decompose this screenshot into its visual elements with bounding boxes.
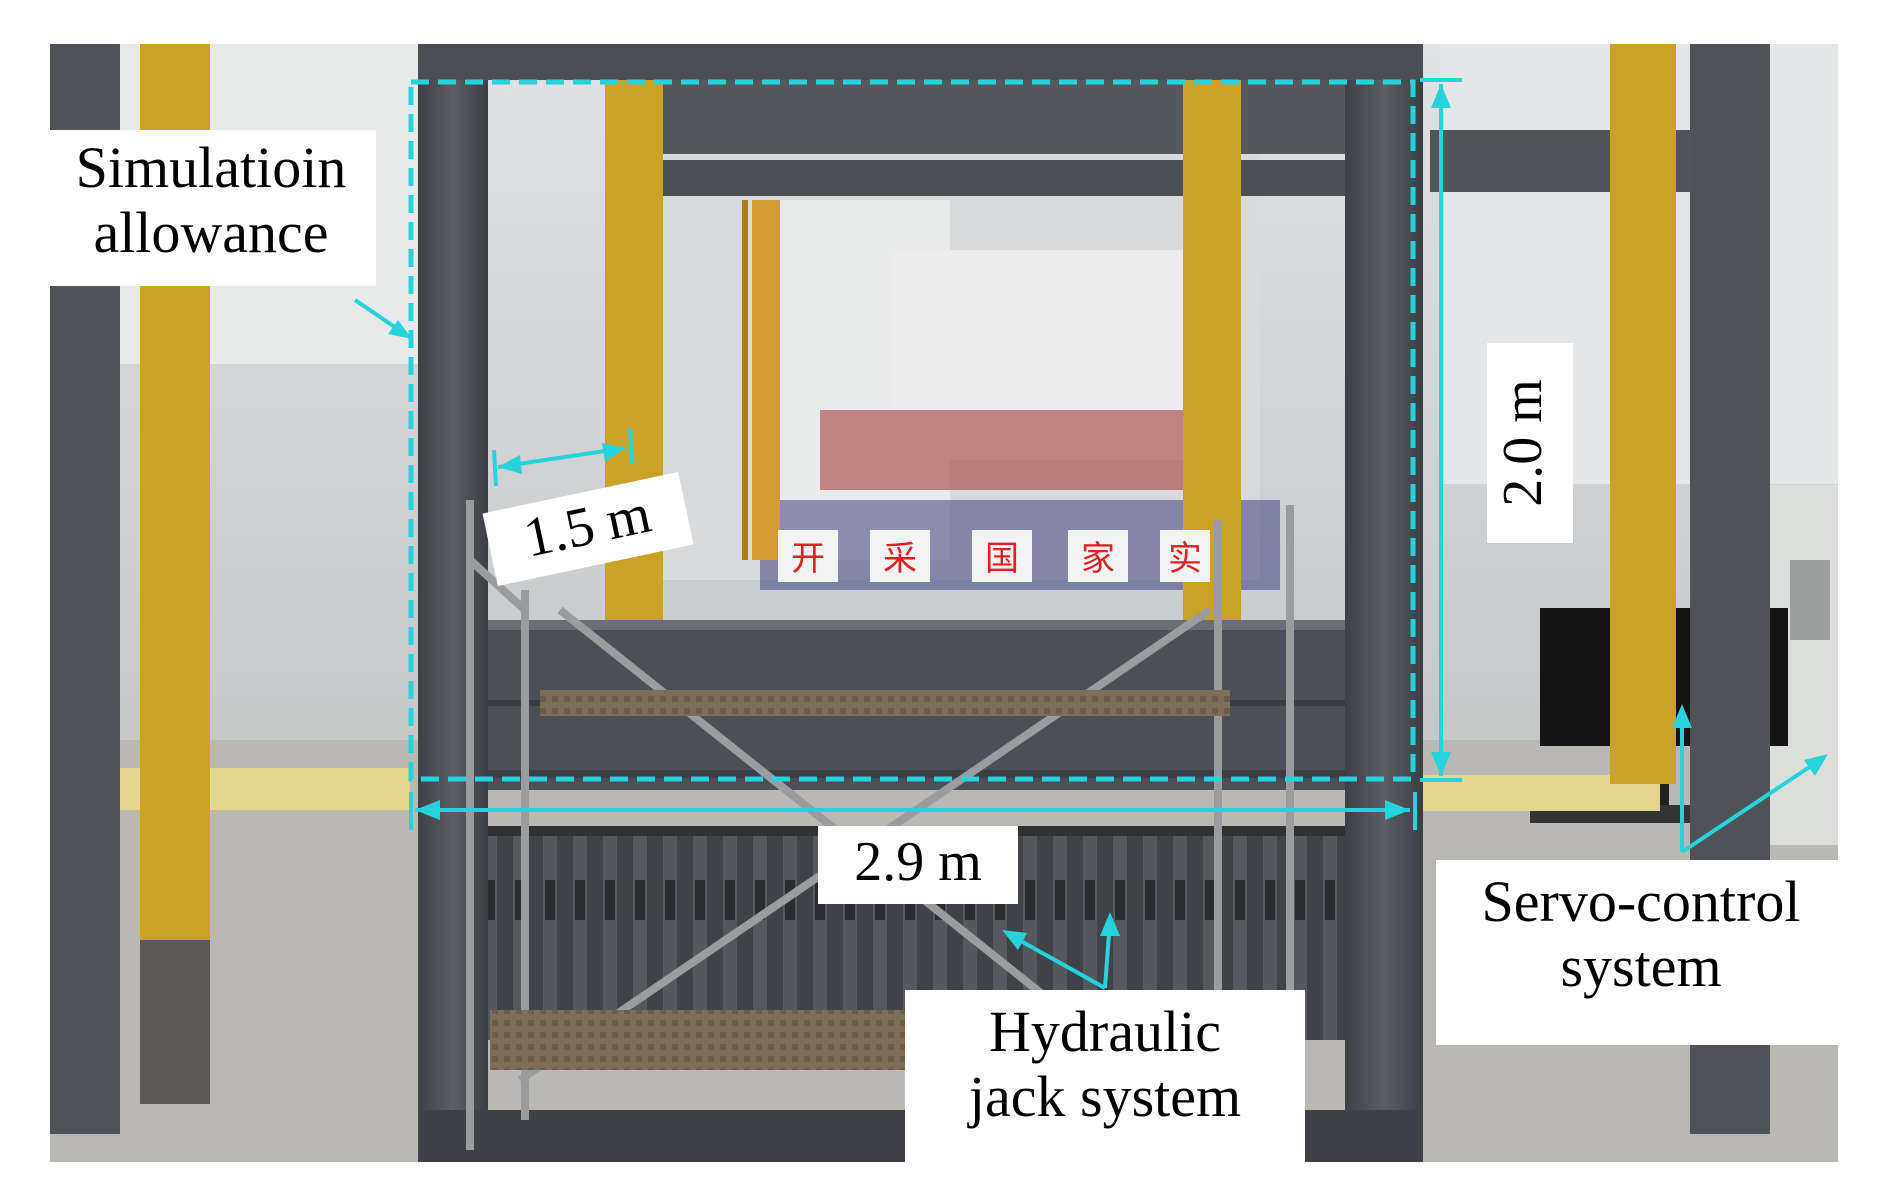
servo-control-line1: Servo-control bbox=[1481, 869, 1801, 934]
scaffold-platform-lower bbox=[490, 1010, 960, 1070]
hydraulic-jack-line1: Hydraulic bbox=[989, 999, 1221, 1064]
height-dimension-label: 2.0 m bbox=[1487, 343, 1573, 543]
background-sign: 开 采 国 家 实 bbox=[778, 530, 1210, 582]
servo-control-line2: system bbox=[1560, 933, 1722, 999]
scaffold-platform-upper bbox=[540, 690, 1230, 716]
width-dimension-label: 2.9 m bbox=[818, 826, 1018, 904]
servo-control-label: Servo-control system bbox=[1436, 860, 1846, 1045]
sign-char: 采 bbox=[883, 539, 917, 579]
hydraulic-jack-label: Hydraulic jack system bbox=[905, 990, 1305, 1180]
sign-char: 开 bbox=[791, 539, 825, 579]
simulation-allowance-line2: allowance bbox=[93, 199, 329, 265]
sign-char: 家 bbox=[1081, 539, 1115, 579]
sign-char: 国 bbox=[985, 539, 1019, 579]
hydraulic-jack-line2: jack system bbox=[968, 1063, 1242, 1129]
simulation-allowance-label: Simulatioin allowance bbox=[46, 130, 376, 286]
dimension-arrows bbox=[353, 78, 1828, 990]
simulation-allowance-line1: Simulatioin bbox=[75, 135, 347, 200]
sign-char: 实 bbox=[1168, 539, 1202, 579]
simulation-allowance-box bbox=[408, 79, 1416, 782]
